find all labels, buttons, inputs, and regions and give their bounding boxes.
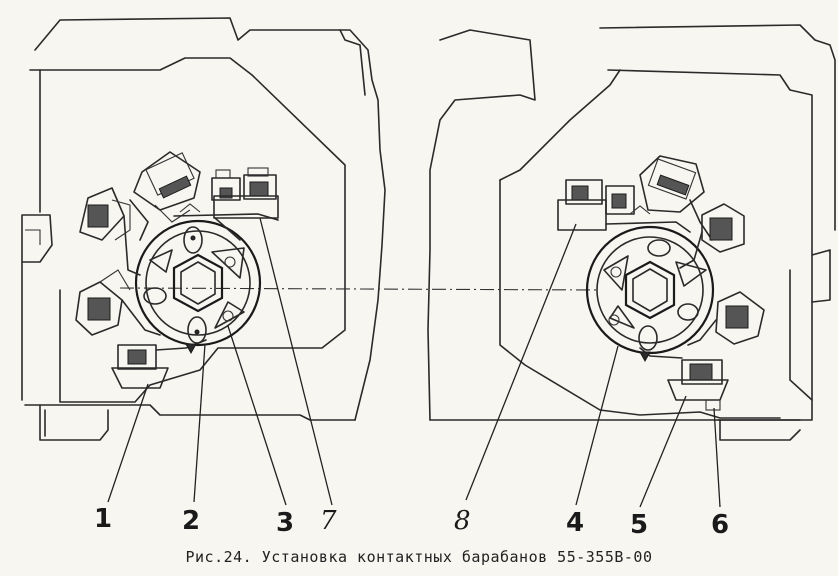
left-contact-drum [134,219,262,347]
callout-5: 5 [630,510,649,540]
left-housing [21,17,386,441]
callout-7: 7 [320,506,337,536]
callout-3: 3 [276,508,295,538]
figure-caption: Рис.24. Установка контактных барабанов 5… [185,548,653,566]
right-housing [427,24,836,441]
callout-1: 1 [94,504,113,534]
leader-lines [107,217,721,508]
callout-8: 8 [454,506,471,536]
centre-axis-line [119,287,601,291]
right-contact-drum [585,225,715,355]
callout-6: 6 [711,510,730,540]
callout-2: 2 [182,506,201,536]
callout-4: 4 [566,508,585,538]
right-contact-fingers [557,155,765,411]
left-contact-fingers [75,151,279,389]
